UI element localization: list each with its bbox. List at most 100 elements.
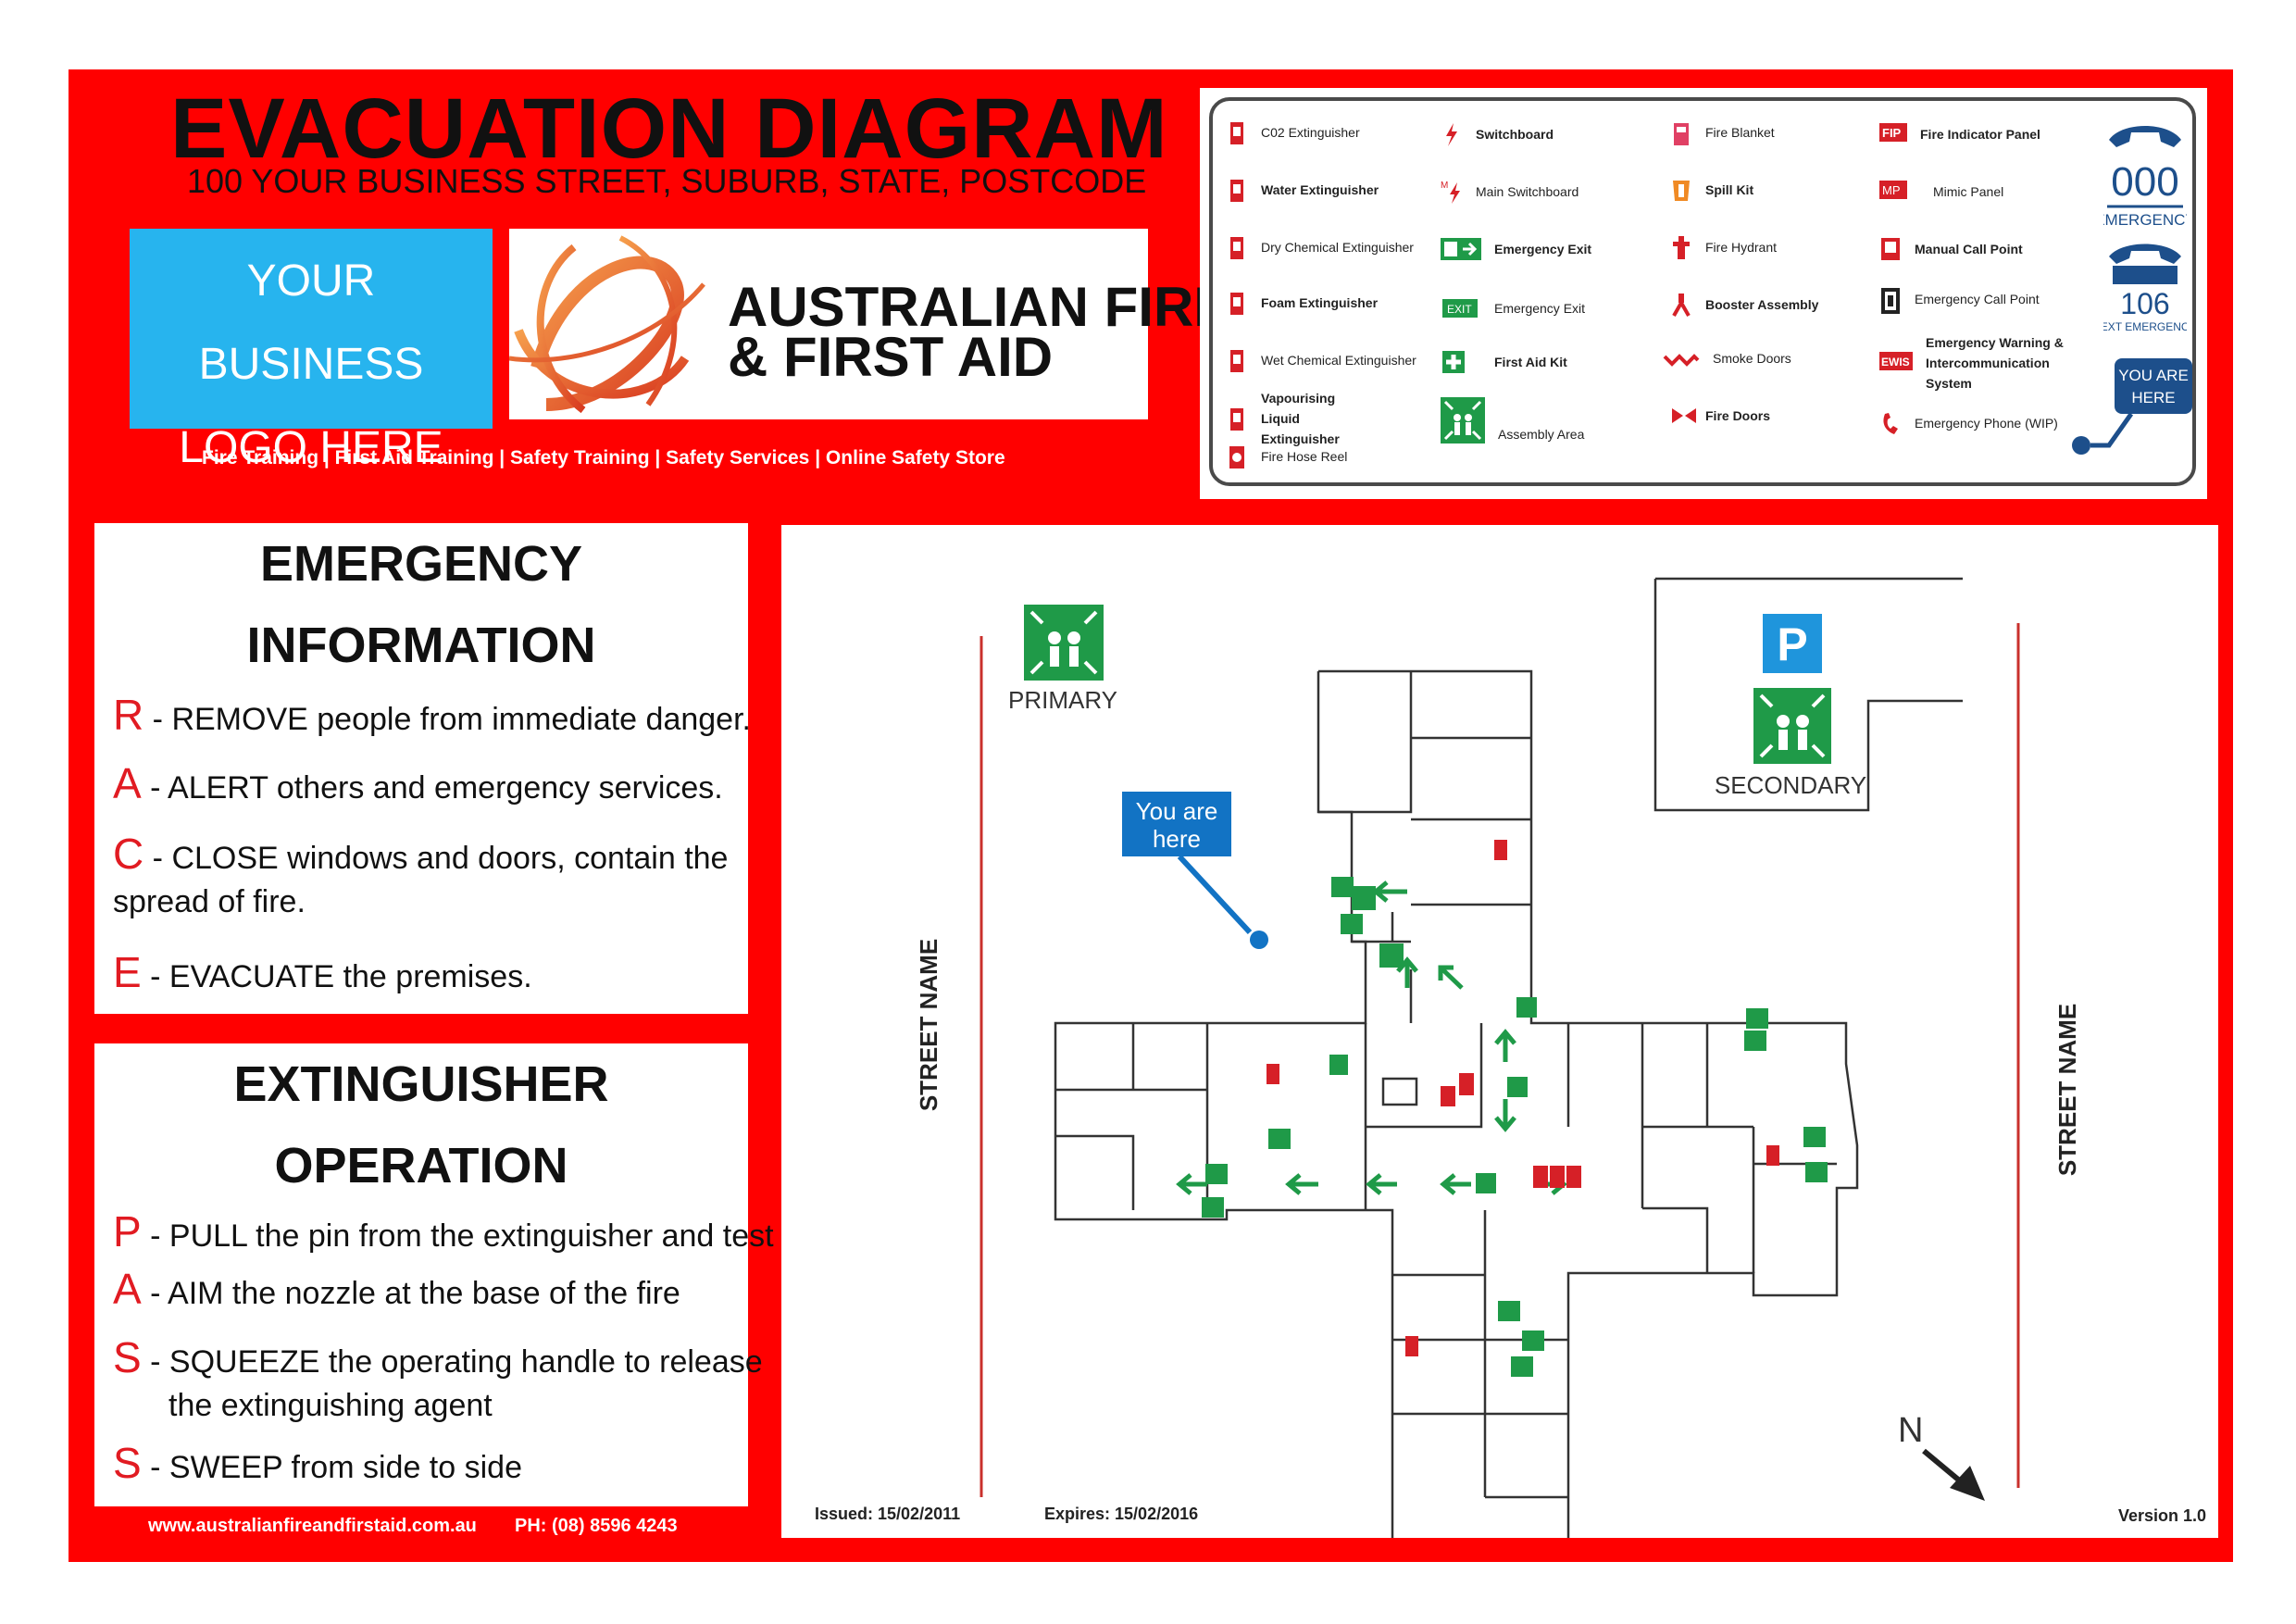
foam-extinguisher-icon	[1226, 290, 1248, 316]
secondary-label: SECONDARY	[1715, 771, 1866, 799]
legend-first-aid: First Aid Kit	[1441, 349, 1567, 375]
brand-logo: AUSTRALIAN FIRE & FIRST AID	[509, 229, 1230, 419]
race-close: C - CLOSE windows and doors, contain the	[113, 830, 729, 878]
vapourising-extinguisher-icon	[1226, 406, 1248, 431]
floor-plan-svg: PRIMARY P SECONDARY	[815, 577, 2206, 1542]
business-address: 100 YOUR BUSINESS STREET, SUBURB, STATE,…	[187, 162, 1147, 200]
fire-blanket-icon	[1670, 119, 1692, 145]
svg-text:EWIS: EWIS	[1881, 356, 1910, 369]
race-alert: A - ALERT others and emergency services.	[113, 759, 723, 807]
parking-area	[1653, 577, 1963, 812]
emergency-information-panel: EMERGENCY INFORMATION R - REMOVE people …	[94, 523, 751, 1014]
primary-assembly-area[interactable]: PRIMARY	[1008, 605, 1117, 714]
svg-text:M: M	[1441, 181, 1448, 191]
version-label: Version 1.0	[2118, 1506, 2206, 1525]
pass-aim: A - AIM the nozzle at the base of the fi…	[113, 1265, 680, 1313]
north-label: N	[1898, 1411, 1923, 1450]
legend-fire-doors: Fire Doors	[1670, 403, 1770, 429]
dry-chemical-extinguisher-icon	[1226, 234, 1248, 260]
brand-line-2: & FIRST AID	[728, 326, 1054, 388]
svg-text:FIP: FIP	[1882, 126, 1902, 140]
floor-plan: PRIMARY P SECONDARY	[781, 525, 2218, 1542]
you-are-here-line-1: You are	[1136, 797, 1218, 825]
room-box	[1381, 1077, 1418, 1106]
legend-foam: Foam Extinguisher	[1226, 290, 1378, 316]
mimic-panel-icon: MP	[1879, 179, 1907, 205]
legend-wet-chem: Wet Chemical Extinguisher	[1226, 347, 1416, 373]
poster-frame: EVACUATION DIAGRAM 100 YOUR BUSINESS STR…	[69, 69, 2233, 1562]
legend-switchboard: Switchboard	[1441, 121, 1554, 147]
secondary-assembly-area[interactable]: P SECONDARY	[1715, 614, 1866, 799]
issued-date: Issued: 15/02/2011	[815, 1505, 960, 1523]
fire-equipment-markers	[1267, 840, 1779, 1356]
smoke-doors-icon	[1663, 345, 1700, 371]
logo-line-2: LOGO HERE	[179, 423, 443, 472]
svg-text:TEXT EMERGENCY: TEXT EMERGENCY	[2103, 320, 2187, 333]
exit-sign-icon: EXIT	[1441, 295, 1481, 321]
emergency-000-phone-icon: 000 EMERGENCY	[2103, 126, 2187, 229]
svg-text:MP: MP	[1882, 183, 1901, 197]
phone-icon	[1879, 410, 1902, 436]
emergency-exit-icon	[1441, 236, 1481, 262]
page-title: EVACUATION DIAGRAM	[170, 81, 1168, 176]
first-aid-icon	[1441, 349, 1481, 375]
brand-name: AUSTRALIAN FIRE & FIRST AID	[728, 280, 1230, 388]
lightning-icon	[1441, 121, 1463, 147]
legend-mcp: Manual Call Point	[1879, 236, 2023, 262]
svg-text:YOU ARE: YOU ARE	[2118, 367, 2189, 384]
legend-vapourising: Vapourising Liquid Extinguisher	[1226, 388, 1355, 449]
logo-line-1: YOUR BUSINESS	[198, 256, 424, 389]
south-wing-rooms	[1392, 1210, 1568, 1499]
race-close-cont: spread of fire.	[113, 884, 306, 919]
footer-phone: PH: (08) 8596 4243	[515, 1516, 678, 1536]
race-evacuate: E - EVACUATE the premises.	[113, 948, 532, 996]
legend-dry-chem: Dry Chemical Extinguisher	[1226, 234, 1414, 260]
legend-border: C02 Extinguisher Water Extinguisher Dry …	[1209, 97, 2196, 486]
you-are-here-marker[interactable]: You are here	[1122, 792, 1268, 949]
legend-hose-reel: Fire Hose Reel	[1226, 443, 1347, 469]
svg-text:HERE: HERE	[2131, 389, 2175, 406]
street-name-left: STREET NAME	[915, 939, 942, 1111]
legend-emergency-exit-1: Emergency Exit	[1441, 236, 1591, 262]
emergency-title: EMERGENCY INFORMATION	[246, 536, 596, 673]
wet-chemical-extinguisher-icon	[1226, 347, 1248, 373]
footer-website[interactable]: www.australianfireandfirstaid.com.au	[148, 1516, 477, 1536]
legend-fire-blanket: Fire Blanket	[1670, 119, 1775, 145]
spill-kit-icon	[1670, 177, 1692, 203]
tagline: Fire Training | First Aid Training | Saf…	[202, 447, 1005, 468]
legend-booster: Booster Assembly	[1670, 292, 1818, 318]
legend-co2: C02 Extinguisher	[1226, 119, 1360, 145]
svg-text:EMERGENCY: EMERGENCY	[2103, 211, 2187, 229]
ewis-icon: EWIS	[1879, 350, 1913, 376]
svg-text:EXIT: EXIT	[1447, 303, 1472, 316]
you-are-here-line-2: here	[1153, 825, 1201, 853]
emergency-call-point-icon	[1879, 286, 1902, 314]
hose-reel-icon	[1226, 443, 1248, 469]
main-switchboard-icon: M	[1441, 179, 1463, 205]
pass-squeeze-cont: the extinguishing agent	[168, 1388, 493, 1423]
legend-spill-kit: Spill Kit	[1670, 177, 1753, 203]
legend-water: Water Extinguisher	[1226, 177, 1379, 203]
water-extinguisher-icon	[1226, 177, 1248, 203]
business-logo-placeholder: YOUR BUSINESS LOGO HERE	[130, 229, 493, 472]
expiry-date: Expires: 15/02/2016	[1044, 1505, 1198, 1523]
exit-route-markers	[1202, 877, 1828, 1377]
globe-swoosh-icon	[509, 235, 705, 414]
west-wing-rooms	[1055, 1023, 1483, 1210]
co2-extinguisher-icon	[1226, 119, 1248, 145]
race-remove: R - REMOVE people from immediate danger.	[113, 691, 751, 739]
legend-emergency-phone: Emergency Phone (WIP)	[1879, 410, 2058, 436]
manual-call-point-icon	[1879, 236, 1902, 262]
north-arrow: N	[1898, 1411, 1985, 1501]
east-wing-rooms	[1566, 1023, 1837, 1273]
svg-text:000: 000	[2111, 159, 2178, 205]
parking-label: P	[1777, 618, 1807, 670]
legend-you-are-here-marker: YOU ARE HERE	[2072, 358, 2192, 455]
assembly-area-icon	[1441, 397, 1485, 443]
fire-doors-icon	[1670, 403, 1696, 429]
